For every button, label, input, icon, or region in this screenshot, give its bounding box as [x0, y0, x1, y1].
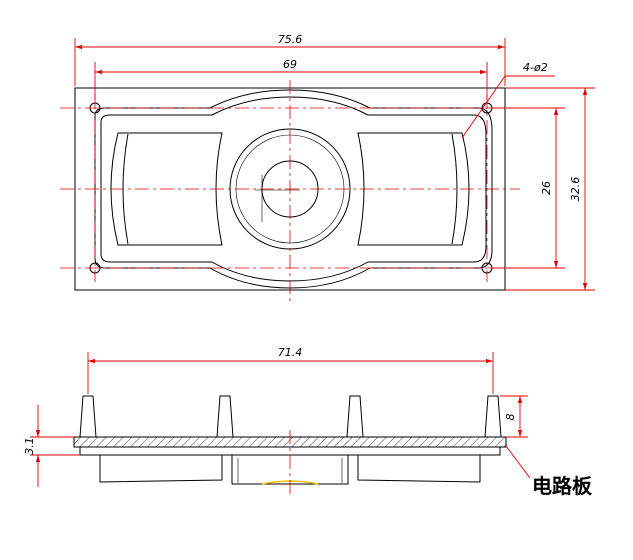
- right-lower-body: [357, 455, 481, 483]
- circuit-board-label: 电路板: [532, 474, 593, 498]
- top-view-dimensions: [74, 38, 595, 291]
- body-outline: [94, 89, 493, 289]
- pin-3: [346, 395, 364, 438]
- dim-hole-spacing-length: 69: [283, 58, 297, 71]
- right-window: [357, 132, 470, 246]
- dim-hole-spacing-height: 26: [540, 181, 553, 195]
- pin-2: [216, 395, 234, 438]
- pin-1: [79, 395, 97, 438]
- right-window-inner: [451, 133, 458, 245]
- body-inner-outline: [100, 96, 487, 282]
- dim-overall-height: 32.6: [569, 177, 582, 202]
- dim-overall-length: 75.6: [278, 33, 303, 46]
- pin-4: [484, 395, 502, 438]
- dim-board-thickness: 3.1: [23, 437, 36, 455]
- left-lower-body: [99, 455, 223, 483]
- dim-pin-height: 8: [504, 414, 517, 421]
- left-window: [110, 132, 223, 246]
- dim-pin-span: 71.4: [278, 346, 303, 359]
- top-view-centerlines: [60, 80, 520, 305]
- dim-hole-note: 4-ø2: [523, 61, 548, 74]
- side-view-dimensions: [30, 352, 531, 495]
